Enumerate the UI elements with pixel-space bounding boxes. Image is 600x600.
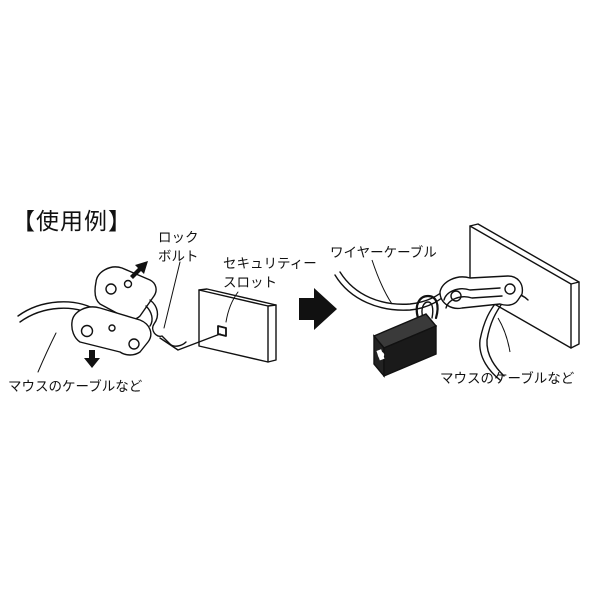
right-lock-bracket (439, 275, 524, 310)
wire-cable-label: ワイヤーケーブル (330, 245, 437, 261)
padlock-shackle (415, 294, 439, 320)
lock-bolt-label: ロック ボルト (158, 230, 199, 265)
arrow-down-icon (84, 350, 100, 368)
lock-bolt-tip (159, 333, 221, 351)
right-mouse-cable (479, 299, 501, 381)
padlock-icon (372, 313, 438, 378)
arrow-up-right-icon (130, 261, 148, 279)
wire-cable (334, 274, 453, 311)
mouse-cable-left-label: マウスのケーブルなど (8, 379, 143, 395)
security-slot-label: セキュリティー スロット (223, 256, 317, 291)
page-title: 【使用例】 (12, 209, 132, 235)
upper-lock-bracket (94, 266, 157, 321)
right-illustration (334, 223, 580, 381)
lock-bolt (149, 299, 187, 347)
mouse-cable-right-label: マウスのケーブルなど (440, 371, 575, 387)
arrow-right-icon (299, 288, 337, 330)
left-security-slot (217, 325, 227, 337)
left-illustration (17, 261, 277, 373)
